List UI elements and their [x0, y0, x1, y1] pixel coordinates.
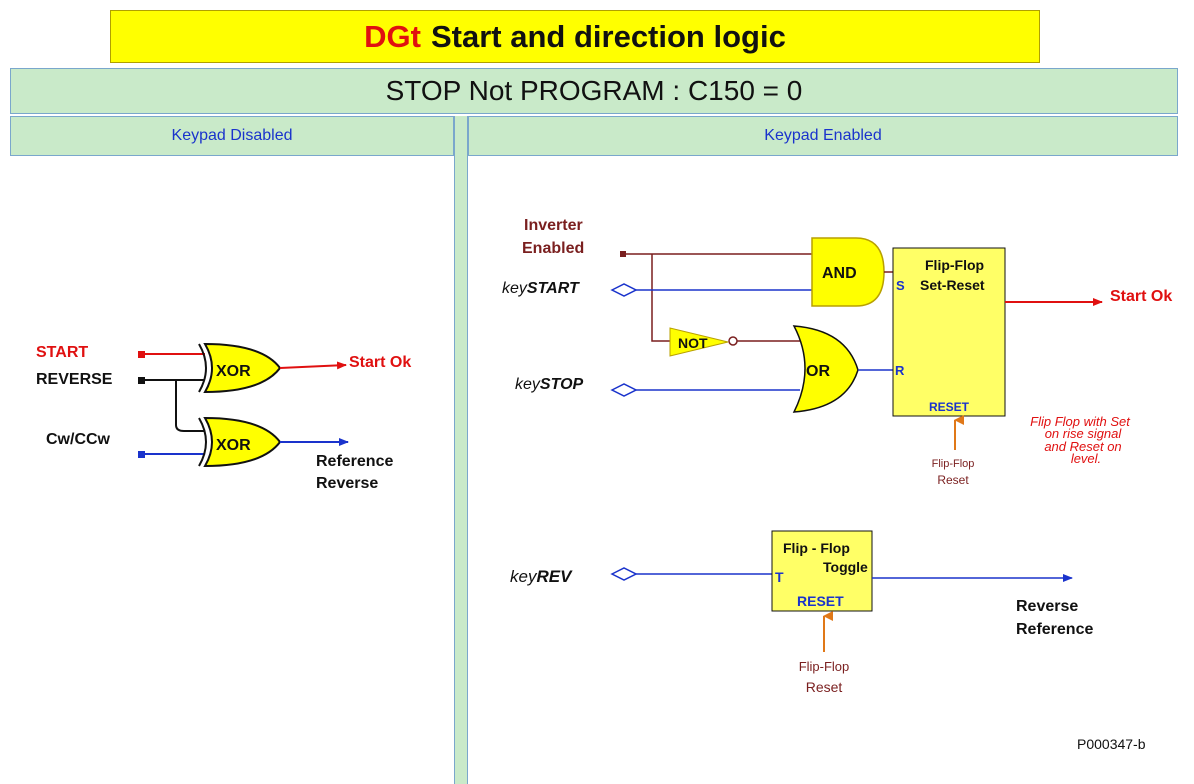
ff-note-line2: on rise signal [1045, 426, 1123, 441]
or-gate [792, 325, 859, 413]
xor1-output-wire [279, 361, 347, 370]
reverse-terminal [138, 377, 145, 384]
ff-sr-r-pin: R [895, 363, 905, 378]
ff-toggle-reset-label-line1: Flip-Flop [799, 659, 850, 674]
ff-sr-reset-pin: RESET [929, 400, 970, 414]
ff-toggle-title-line1: Flip - Flop [783, 540, 850, 556]
start-input-label: START [36, 344, 88, 361]
start-terminal [138, 351, 145, 358]
title-text: Start and direction logic [431, 18, 786, 54]
reverse-input-label: REVERSE [36, 371, 113, 388]
xor-gate-2 [203, 416, 282, 468]
ff-note-line3: and Reset on [1044, 439, 1121, 454]
key-rev-label: keyREV [510, 567, 573, 586]
cwccw-input-label: Cw/CCw [46, 431, 111, 448]
title-prefix: DGt [364, 18, 421, 54]
left-start-ok-label: Start Ok [349, 354, 411, 371]
ff-sr-reset-label-line2: Reset [937, 473, 969, 487]
key-stop-label: keySTOP [515, 376, 584, 393]
key-rev-terminal [610, 567, 638, 581]
not-gate-label: NOT [678, 335, 708, 351]
inverter-enabled-terminal [620, 251, 626, 257]
cwccw-terminal [138, 451, 145, 458]
ff-toggle-reset-pin: RESET [797, 593, 844, 609]
key-start-label: keySTART [502, 280, 580, 297]
ff-toggle-title-line2: Toggle [823, 559, 868, 575]
xor2-extra-arc [198, 417, 207, 467]
reverse-reference-line2: Reference [1016, 621, 1093, 638]
ff-toggle-reset-label-line2: Reset [806, 679, 843, 695]
diagram-title: DGt Start and direction logic [110, 10, 1040, 63]
reference-reverse-line1: Reference [316, 453, 393, 470]
panel-divider [454, 116, 468, 784]
key-start-terminal [610, 283, 638, 297]
xor1-extra-arc [198, 343, 207, 393]
xor-gate-2-label: XOR [216, 437, 251, 454]
left-logic: START REVERSE Cw/CCw XOR Start Ok XOR Re… [36, 342, 411, 492]
inverter-enabled-line2: Enabled [522, 240, 584, 257]
ff-sr-title-line1: Flip-Flop [925, 257, 984, 273]
ff-sr-reset-label-line1: Flip-Flop [932, 458, 975, 470]
reference-reverse-line2: Reverse [316, 475, 378, 492]
right-logic: Inverter Enabled keySTART AND NOT keySTO… [502, 217, 1172, 752]
ff-note-line4: level. [1071, 451, 1101, 466]
reverse-reference-line1: Reverse [1016, 598, 1078, 615]
ff-set-reset-block [892, 247, 1006, 417]
inverter-enabled-line1: Inverter [524, 217, 583, 234]
right-start-ok-label: Start Ok [1110, 288, 1172, 305]
not-gate [669, 327, 729, 357]
ff-sr-title-line2: Set-Reset [920, 277, 985, 293]
panel-header-keypad-enabled: Keypad Enabled [468, 116, 1178, 156]
xor-gate-1 [203, 342, 282, 394]
not-bubble [728, 336, 738, 346]
ff-note-line1: Flip Flop with Set [1030, 414, 1131, 429]
ff-sr-s-pin: S [896, 278, 905, 293]
xor-gate-1-label: XOR [216, 363, 251, 380]
mode-banner: STOP Not PROGRAM : C150 = 0 [10, 68, 1178, 114]
reverse-branch-wire [175, 380, 205, 432]
ff-toggle-t-pin: T [775, 569, 784, 585]
drawing-code: P000347-b [1077, 736, 1146, 752]
ff-note: Flip Flop with Set on rise signal and Re… [1030, 414, 1131, 466]
and-gate-label: AND [822, 265, 857, 282]
ff-toggle-block [771, 530, 873, 612]
panel-header-keypad-disabled: Keypad Disabled [10, 116, 454, 156]
inverter-to-not-wire [651, 254, 670, 342]
key-stop-terminal [610, 383, 638, 397]
or-gate-label: OR [806, 363, 830, 380]
